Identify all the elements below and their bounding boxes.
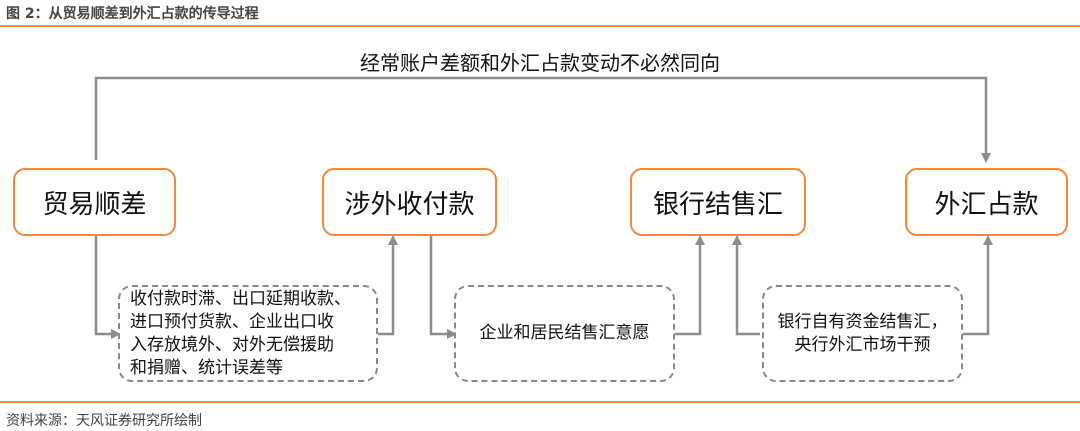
note-intervention: 银行自有资金结售汇， 央行外汇市场干预	[762, 285, 963, 382]
bottom-rule	[0, 401, 1080, 403]
arrow-note1-to-payments	[378, 235, 398, 336]
arrow-note2-to-bank	[675, 235, 705, 336]
arrow-payments-to-note2	[429, 236, 457, 339]
top-loop-label: 经常账户差额和外汇占款变动不必然同向	[360, 51, 720, 75]
node-trade-surplus: 贸易顺差	[13, 168, 176, 236]
note-payment-timing: 收付款时滞、出口延期收款、 进口预付货款、企业出口收 入存放境外、对外无偿援助 …	[118, 285, 378, 382]
arrow-note3-to-fx	[963, 235, 993, 336]
arrow-surplus-to-note1	[94, 236, 121, 339]
node-fx-holdings: 外汇占款	[905, 168, 1068, 236]
note-intervention-line: 银行自有资金结售汇，	[777, 311, 948, 332]
note-payment-timing-line: 收付款时滞、出口延期收款、	[130, 288, 351, 309]
note-intervention-line: 央行外汇市场干预	[794, 334, 931, 355]
arrow-top-loop	[94, 76, 991, 163]
source-note: 资料来源：天风证券研究所绘制	[6, 413, 202, 429]
note-payment-timing-line: 和捐赠、统计误差等	[130, 357, 283, 378]
note-payment-timing-line: 入存放境外、对外无偿援助	[130, 334, 334, 355]
figure-title: 图 2：从贸易顺差到外汇占款的传导过程	[6, 6, 259, 22]
note-payment-timing-line: 进口预付货款、企业出口收	[130, 311, 334, 332]
top-rule	[0, 25, 1080, 27]
arrow-note3-to-bank	[732, 235, 760, 336]
note-settlement-willingness: 企业和居民结售汇意愿	[454, 285, 675, 382]
node-cross-border-payments: 涉外收付款	[322, 168, 497, 236]
node-bank-fx-settlement: 银行结售汇	[630, 168, 806, 236]
